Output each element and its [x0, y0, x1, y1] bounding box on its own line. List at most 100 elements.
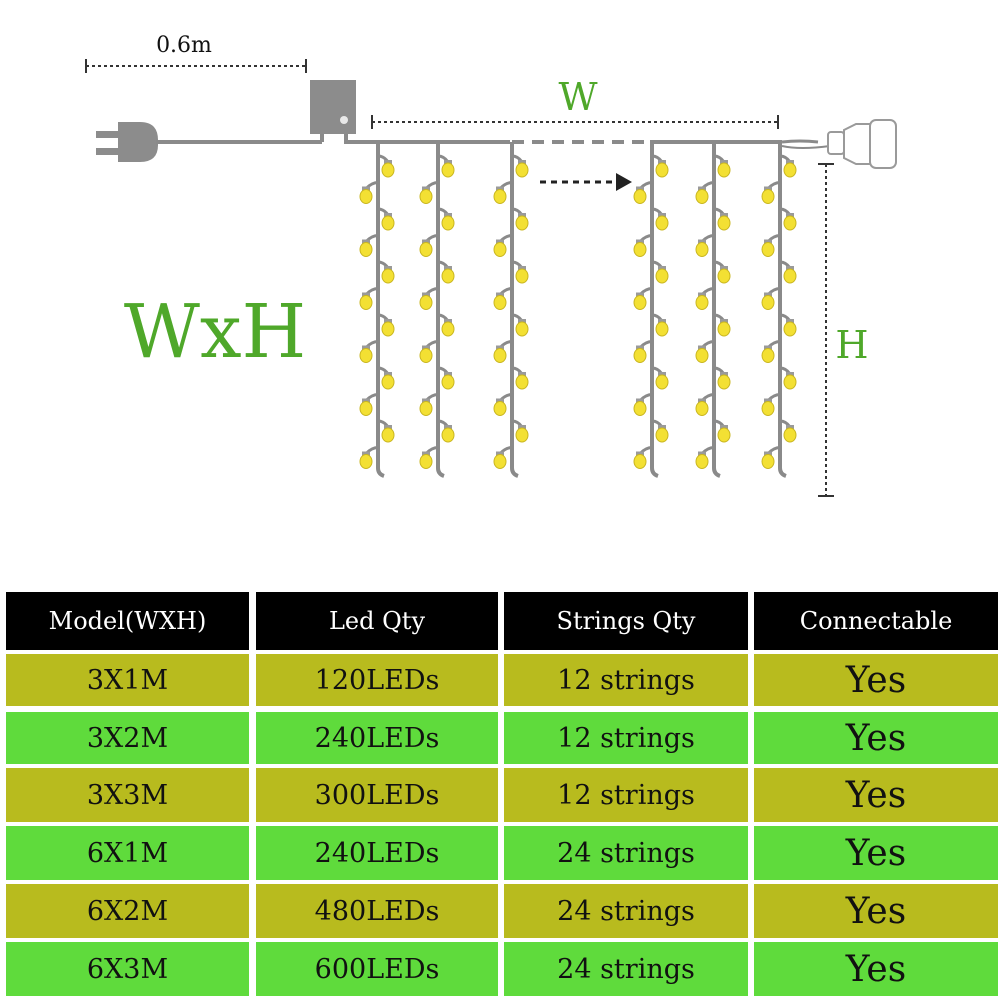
light-string — [419, 142, 455, 478]
table-cell-model: 3X3M — [6, 768, 249, 822]
led-bulb-icon — [359, 234, 379, 257]
light-strings — [359, 142, 797, 478]
curtain-light-diagram: 0.6m W H WxH — [85, 33, 897, 497]
table-header-cell: Strings Qty — [504, 592, 748, 650]
led-bulb-icon — [511, 260, 529, 284]
led-bulb-icon — [713, 154, 731, 178]
led-bulb-icon — [437, 313, 455, 337]
led-bulb-icon — [651, 419, 669, 443]
led-bulb-icon — [377, 207, 395, 231]
led-bulb-icon — [779, 313, 797, 337]
led-bulb-icon — [419, 234, 439, 257]
led-bulb-icon — [377, 154, 395, 178]
light-string — [695, 142, 731, 478]
size-label: WxH — [124, 289, 306, 375]
led-bulb-icon — [761, 446, 781, 469]
table-cell-led-qty: 240LEDs — [256, 826, 498, 880]
led-bulb-icon — [377, 419, 395, 443]
led-bulb-icon — [419, 287, 439, 310]
led-bulb-icon — [359, 181, 379, 204]
table-header-cell: Led Qty — [256, 592, 498, 650]
table-cell-model: 6X2M — [6, 884, 249, 938]
power-plug-icon — [96, 122, 158, 162]
led-bulb-icon — [377, 366, 395, 390]
led-bulb-icon — [359, 287, 379, 310]
width-dimension: W — [371, 75, 779, 129]
led-bulb-icon — [493, 287, 513, 310]
light-string — [633, 142, 669, 478]
table-cell-led-qty: 300LEDs — [256, 768, 498, 822]
table-cell-connectable: Yes — [754, 942, 998, 996]
led-bulb-icon — [695, 234, 715, 257]
table-cell-strings-qty: 24 strings — [504, 942, 748, 996]
led-bulb-icon — [651, 366, 669, 390]
led-bulb-icon — [761, 393, 781, 416]
table-cell-strings-qty: 12 strings — [504, 712, 748, 764]
led-bulb-icon — [761, 181, 781, 204]
light-string — [359, 142, 395, 478]
table-cell-connectable: Yes — [754, 884, 998, 938]
led-bulb-icon — [713, 313, 731, 337]
led-bulb-icon — [651, 313, 669, 337]
led-bulb-icon — [761, 287, 781, 310]
table-cell-connectable: Yes — [754, 654, 998, 706]
table-cell-model: 6X1M — [6, 826, 249, 880]
led-bulb-icon — [377, 313, 395, 337]
led-bulb-icon — [633, 340, 653, 363]
table-cell-led-qty: 120LEDs — [256, 654, 498, 706]
led-bulb-icon — [651, 260, 669, 284]
table-cell-model: 3X2M — [6, 712, 249, 764]
led-bulb-icon — [779, 260, 797, 284]
led-bulb-icon — [779, 366, 797, 390]
led-bulb-icon — [713, 260, 731, 284]
led-bulb-icon — [713, 419, 731, 443]
led-bulb-icon — [779, 154, 797, 178]
continuation-arrow-icon — [540, 173, 632, 191]
led-bulb-icon — [437, 366, 455, 390]
led-bulb-icon — [695, 340, 715, 363]
width-label: W — [558, 75, 597, 119]
led-bulb-icon — [359, 340, 379, 363]
led-bulb-icon — [493, 446, 513, 469]
table-cell-connectable: Yes — [754, 768, 998, 822]
led-bulb-icon — [633, 234, 653, 257]
led-bulb-icon — [511, 154, 529, 178]
led-bulb-icon — [419, 181, 439, 204]
led-bulb-icon — [493, 181, 513, 204]
table-cell-strings-qty: 24 strings — [504, 826, 748, 880]
led-bulb-icon — [359, 446, 379, 469]
led-bulb-icon — [359, 393, 379, 416]
led-bulb-icon — [437, 419, 455, 443]
led-bulb-icon — [437, 260, 455, 284]
led-bulb-icon — [695, 446, 715, 469]
cable-length-dimension: 0.6m — [85, 33, 307, 73]
led-bulb-icon — [419, 393, 439, 416]
table-cell-strings-qty: 12 strings — [504, 654, 748, 706]
led-bulb-icon — [493, 393, 513, 416]
height-label: H — [835, 323, 868, 367]
led-bulb-icon — [493, 234, 513, 257]
light-string — [493, 142, 529, 478]
led-bulb-icon — [695, 181, 715, 204]
led-bulb-icon — [633, 181, 653, 204]
cable-length-label: 0.6m — [156, 33, 212, 58]
led-bulb-icon — [511, 313, 529, 337]
led-bulb-icon — [713, 207, 731, 231]
light-string — [761, 142, 797, 478]
table-cell-led-qty: 600LEDs — [256, 942, 498, 996]
led-bulb-icon — [633, 393, 653, 416]
table-cell-model: 3X1M — [6, 654, 249, 706]
table-cell-led-qty: 480LEDs — [256, 884, 498, 938]
table-header-cell: Model(WXH) — [6, 592, 249, 650]
led-bulb-icon — [493, 340, 513, 363]
led-bulb-icon — [633, 446, 653, 469]
table-cell-strings-qty: 12 strings — [504, 768, 748, 822]
